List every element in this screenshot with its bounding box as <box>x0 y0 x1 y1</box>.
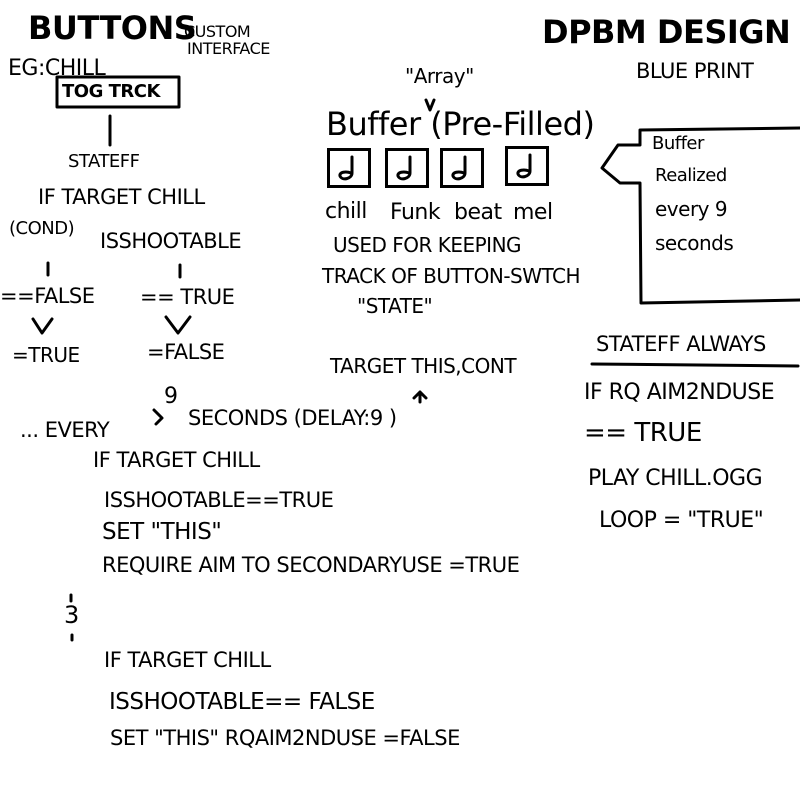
design-title: DPBM DESIGN <box>542 13 791 51</box>
block1-line-4: REQUIRE AIM TO SECONDARYUSE =TRUE <box>102 553 520 577</box>
music-note-icon <box>516 153 532 179</box>
custom-label: CUSTOM <box>184 22 251 41</box>
block1-line-2: ISSHOOTABLE==TRUE <box>104 488 334 512</box>
eq-true-label: == TRUE <box>140 285 235 309</box>
side-note-3: every 9 <box>655 197 728 221</box>
block1-line-1: IF TARGET CHILL <box>93 448 260 472</box>
arrow-down-left-icon <box>31 317 54 335</box>
block2-line-1: IF TARGET CHILL <box>104 648 271 672</box>
slot-label-funk: Funk <box>390 200 441 225</box>
buffer-caption-2: TRACK OF BUTTON-SWTCH <box>322 264 581 288</box>
stateff-always-line-4: LOOP = "TRUE" <box>599 508 764 533</box>
side-note-4: seconds <box>655 231 734 255</box>
block2-line-2: ISSHOOTABLE== FALSE <box>109 689 375 715</box>
stateff-always-line-3: PLAY CHILL.OGG <box>588 466 763 491</box>
buffer-caption-3: "STATE" <box>357 294 433 318</box>
music-note-icon <box>338 155 354 181</box>
tog-box-label: TOG TRCK <box>62 81 160 102</box>
example-label: EG:CHILL <box>8 56 106 81</box>
buffer-caption-1: USED FOR KEEPING <box>333 233 522 257</box>
buffer-slot-mel <box>505 146 549 186</box>
side-note-1: Buffer <box>652 133 704 154</box>
buttons-title: BUTTONS <box>28 9 197 47</box>
caret-icon <box>424 98 436 112</box>
block2-line-3: SET "THIS" RQAIM2NDUSE =FALSE <box>110 726 460 750</box>
buffer-slot-beat <box>440 148 484 188</box>
target-cont-label: TARGET THIS,CONT <box>330 354 517 378</box>
stateff-always-title: STATEFF ALWAYS <box>596 332 766 356</box>
side-note-arrow-box <box>600 126 800 305</box>
slot-label-beat: beat <box>454 200 502 225</box>
every-nine-label: 9 <box>164 384 178 409</box>
side-note-2: Realized <box>655 165 727 186</box>
tog-box-outline <box>55 75 181 109</box>
buffer-slot-chill <box>327 148 371 188</box>
eq-false-label: ==FALSE <box>0 284 95 308</box>
block1-line-3: SET "THIS" <box>102 519 222 545</box>
nine-mark <box>152 408 164 426</box>
arrow-down-right-icon <box>164 315 192 335</box>
interface-label: INTERFACE <box>187 39 270 58</box>
set-true-label: =TRUE <box>12 343 80 367</box>
stateff-label: STATEFF <box>68 151 140 172</box>
music-note-icon <box>451 155 467 181</box>
slot-label-mel: mel <box>513 200 553 225</box>
set-false-label: =FALSE <box>147 340 225 364</box>
slot-label-chill: chill <box>325 199 367 224</box>
cond-label: (COND) <box>9 218 75 239</box>
arrow-up-icon <box>412 390 428 404</box>
if-target-chill-label: IF TARGET CHILL <box>38 185 205 209</box>
stateff-always-line-1: IF RQ AIM2NDUSE <box>584 380 775 405</box>
isshootable-label: ISSHOOTABLE <box>100 229 242 253</box>
buffer-label: Buffer (Pre-Filled) <box>326 105 595 143</box>
buffer-slot-funk <box>385 148 429 188</box>
music-note-icon <box>396 155 412 181</box>
every-label: ... EVERY <box>20 418 110 442</box>
array-note: "Array" <box>405 64 474 88</box>
design-subtitle: BLUE PRINT <box>636 59 754 83</box>
stateff-underline <box>590 362 800 368</box>
seconds-label: SECONDS (DELAY:9 ) <box>188 406 397 430</box>
separator-label: 3 <box>64 601 79 629</box>
stateff-always-line-2: == TRUE <box>584 418 702 448</box>
